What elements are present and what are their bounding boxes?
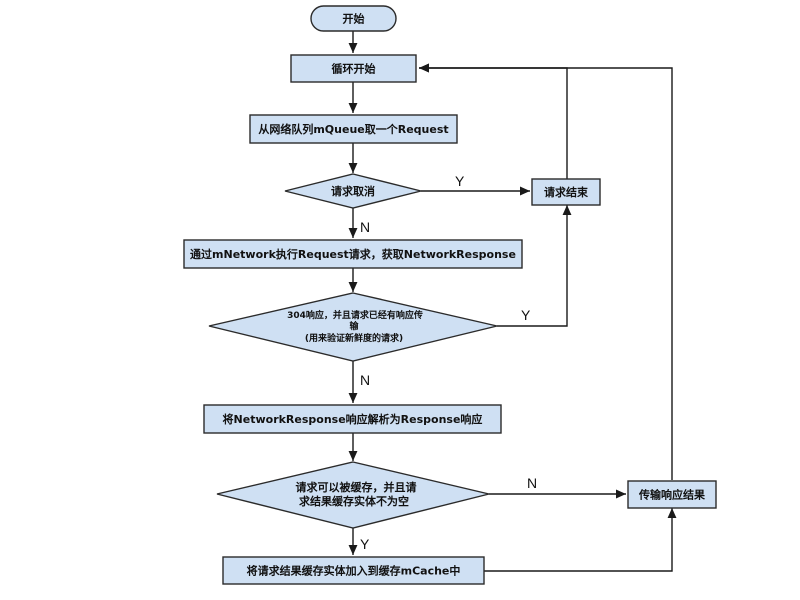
node-take-request: 从网络队列mQueue取一个Request — [249, 114, 458, 144]
node-request-end: 请求结束 — [531, 178, 601, 206]
edge-check304-end — [497, 205, 572, 327]
node-loop-start-label: 循环开始 — [332, 62, 376, 76]
node-take-request-label: 从网络队列mQueue取一个Request — [258, 122, 448, 136]
node-parse-label: 将NetworkResponse响应解析为Response响应 — [223, 412, 483, 426]
node-check304: 304响应，并且请求已经有响应传 输 (用来验证新鲜度的请求) — [208, 292, 498, 362]
edge-label-cancel-yes: Y — [455, 173, 465, 189]
edge-deliver-loop — [419, 63, 673, 480]
node-cache-check-line1: 请求可以被缓存，并且请 — [296, 480, 417, 494]
node-check304-line3: (用来验证新鲜度的请求) — [305, 332, 403, 344]
node-cancel-check: 请求取消 — [284, 173, 422, 209]
node-put-cache-label: 将请求结果缓存实体加入到缓存mCache中 — [247, 564, 461, 578]
node-loop-start: 循环开始 — [290, 54, 417, 83]
node-put-cache: 将请求结果缓存实体加入到缓存mCache中 — [222, 556, 485, 585]
node-check304-line1: 304响应，并且请求已经有响应传 — [287, 309, 423, 321]
node-request-end-label: 请求结束 — [544, 185, 589, 199]
edge-labels: Y N Y N N Y — [360, 173, 537, 552]
edge-label-cancel-no: N — [360, 219, 370, 235]
edge-label-cache-no: N — [527, 475, 537, 491]
edge-label-check304-yes: Y — [521, 307, 531, 323]
node-deliver-label: 传输响应结果 — [638, 488, 705, 502]
node-start: 开始 — [310, 5, 397, 32]
edge-put-deliver — [484, 508, 677, 572]
node-start-label: 开始 — [343, 12, 365, 26]
node-perform: 通过mNetwork执行Request请求，获取NetworkResponse — [183, 239, 523, 269]
edges — [348, 31, 677, 572]
edge-label-check304-no: N — [360, 372, 370, 388]
node-deliver: 传输响应结果 — [627, 480, 717, 509]
node-cache-check-line2: 求结果缓存实体不为空 — [299, 494, 409, 508]
node-cancel-check-label: 请求取消 — [331, 184, 375, 198]
node-parse: 将NetworkResponse响应解析为Response响应 — [203, 404, 502, 434]
edge-label-cache-yes: Y — [360, 536, 370, 552]
node-perform-label: 通过mNetwork执行Request请求，获取NetworkResponse — [190, 247, 516, 261]
node-cache-check: 请求可以被缓存，并且请 求结果缓存实体不为空 — [216, 461, 490, 529]
node-check304-line2: 输 — [349, 320, 359, 332]
